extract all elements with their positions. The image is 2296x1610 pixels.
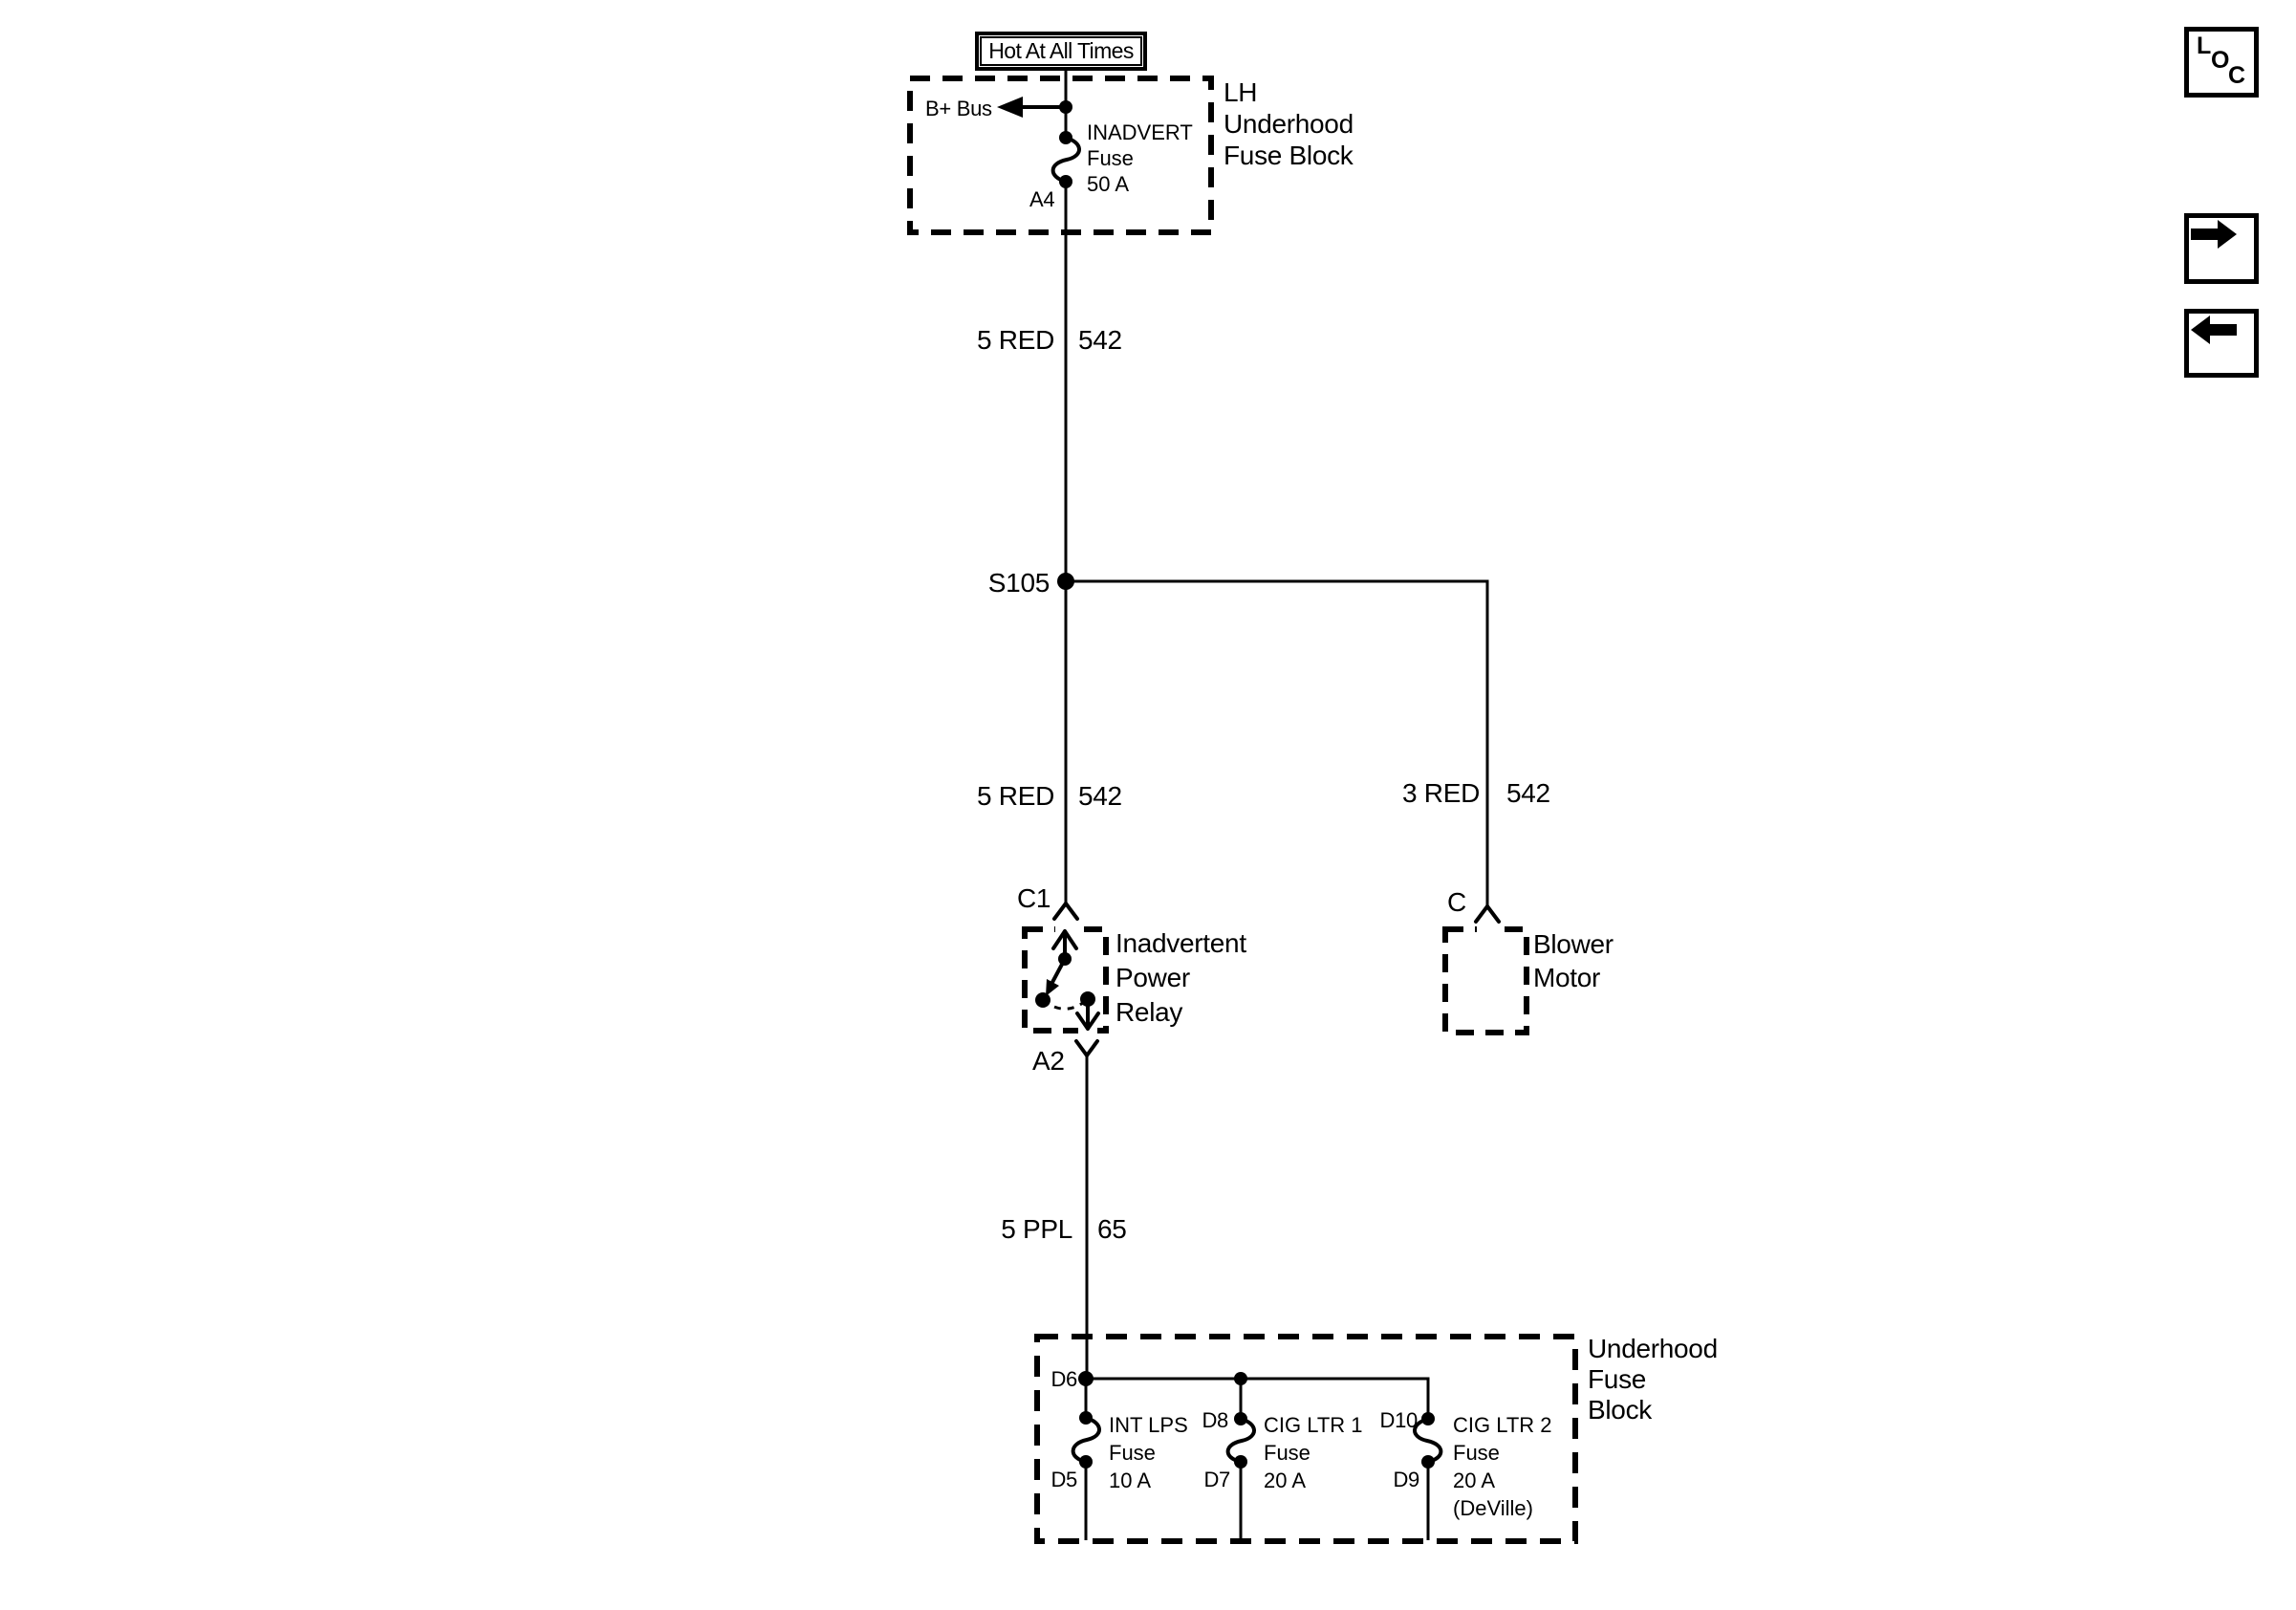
b-plus-bus-arrow: [997, 97, 1072, 118]
terminal-d7-label: D7: [1203, 1468, 1230, 1491]
relay-switch-symbol: [1035, 929, 1100, 1031]
right-arrow-icon: [2191, 220, 2237, 249]
splice-s105-label: S105: [987, 568, 1051, 598]
fuse-rating: 50 A: [1087, 172, 1130, 196]
terminal-d9-label: D9: [1393, 1468, 1419, 1491]
cig-ltr-1-fuse-label: CIG LTR 1 Fuse 20 A: [1264, 1411, 1363, 1494]
terminal-a4-label: A4: [1029, 187, 1055, 211]
loc-letter-o: O: [2211, 47, 2230, 74]
cig-ltr-2-fuse-label: CIG LTR 2 Fuse 20 A (DeVille): [1453, 1411, 1552, 1522]
fuse-type: Fuse: [1109, 1441, 1156, 1465]
terminal-d6-label: D6: [1051, 1367, 1077, 1391]
loc-letter-l: L: [2197, 33, 2212, 59]
connector-c1-symbol: [1052, 902, 1079, 921]
back-button[interactable]: [2184, 309, 2259, 378]
lh-fuse-block-title: LH Underhood Fuse Block: [1224, 77, 1354, 170]
hot-at-all-times-banner: Hot At All Times: [975, 32, 1147, 71]
hot-at-all-times-label: Hot At All Times: [980, 36, 1142, 66]
fuse-name: CIG LTR 2: [1453, 1413, 1552, 1437]
inadvert-fuse-symbol: [1051, 131, 1081, 188]
blower-branch-wire-label: 3 RED: [1402, 778, 1480, 808]
inadvert-fuse-label: INADVERT Fuse 50 A: [1087, 120, 1193, 197]
relay-out-wire-label: 5 PPL: [1001, 1214, 1072, 1244]
relay-branch-wire-circuit: 542: [1078, 781, 1122, 811]
feed-wire-label: 5 RED: [977, 325, 1054, 355]
fuse-name: INADVERT: [1087, 120, 1193, 144]
terminal-d8-label: D8: [1202, 1408, 1228, 1432]
forward-button[interactable]: [2184, 213, 2259, 284]
fuse-rating: 20 A: [1453, 1469, 1496, 1492]
relay-branch-wire-label: 5 RED: [977, 781, 1054, 811]
fuse-name: INT LPS: [1109, 1413, 1188, 1437]
fuse-type: Fuse: [1453, 1441, 1500, 1465]
feed-wire-circuit: 542: [1078, 325, 1122, 355]
underhood-fuse-block-title: Underhood Fuse Block: [1588, 1334, 1718, 1425]
fuse-rating: 20 A: [1264, 1469, 1307, 1492]
blower-motor-outline: [1442, 926, 1529, 1035]
fuse-rating: 10 A: [1109, 1469, 1152, 1492]
terminal-c-label: C: [1447, 887, 1466, 917]
fuse-note: (DeVille): [1453, 1496, 1533, 1520]
relay-title: Inadvertent Power Relay: [1116, 928, 1246, 1027]
blower-branch-wire-circuit: 542: [1506, 778, 1550, 808]
fuse-name: CIG LTR 1: [1264, 1413, 1363, 1437]
cig-ltr-2-fuse-symbol: [1413, 1412, 1443, 1540]
int-lps-fuse-symbol: [1071, 1411, 1101, 1540]
underhood-fuse-block-outline: [1034, 1334, 1578, 1544]
terminal-d10-label: D10: [1379, 1408, 1419, 1432]
splice-s105: [1057, 573, 1489, 906]
terminal-d5-label: D5: [1051, 1468, 1077, 1491]
relay-out-wire-circuit: 65: [1097, 1214, 1127, 1244]
fuse-type: Fuse: [1087, 146, 1134, 170]
fuse-type: Fuse: [1264, 1441, 1310, 1465]
terminal-c1-label: C1: [1017, 883, 1051, 913]
int-lps-fuse-label: INT LPS Fuse 10 A: [1109, 1411, 1188, 1494]
b-plus-bus-label: B+ Bus: [925, 97, 992, 120]
loc-letter-c: C: [2228, 62, 2246, 89]
terminal-a2-label: A2: [1032, 1046, 1065, 1076]
blower-motor-title: Blower Motor: [1533, 929, 1614, 992]
connector-a2-symbol: [1074, 1039, 1099, 1057]
left-arrow-icon: [2191, 315, 2237, 344]
connector-c-symbol: [1474, 904, 1501, 924]
loc-button[interactable]: L O C: [2184, 27, 2259, 98]
cig-ltr-1-fuse-symbol: [1225, 1412, 1256, 1540]
